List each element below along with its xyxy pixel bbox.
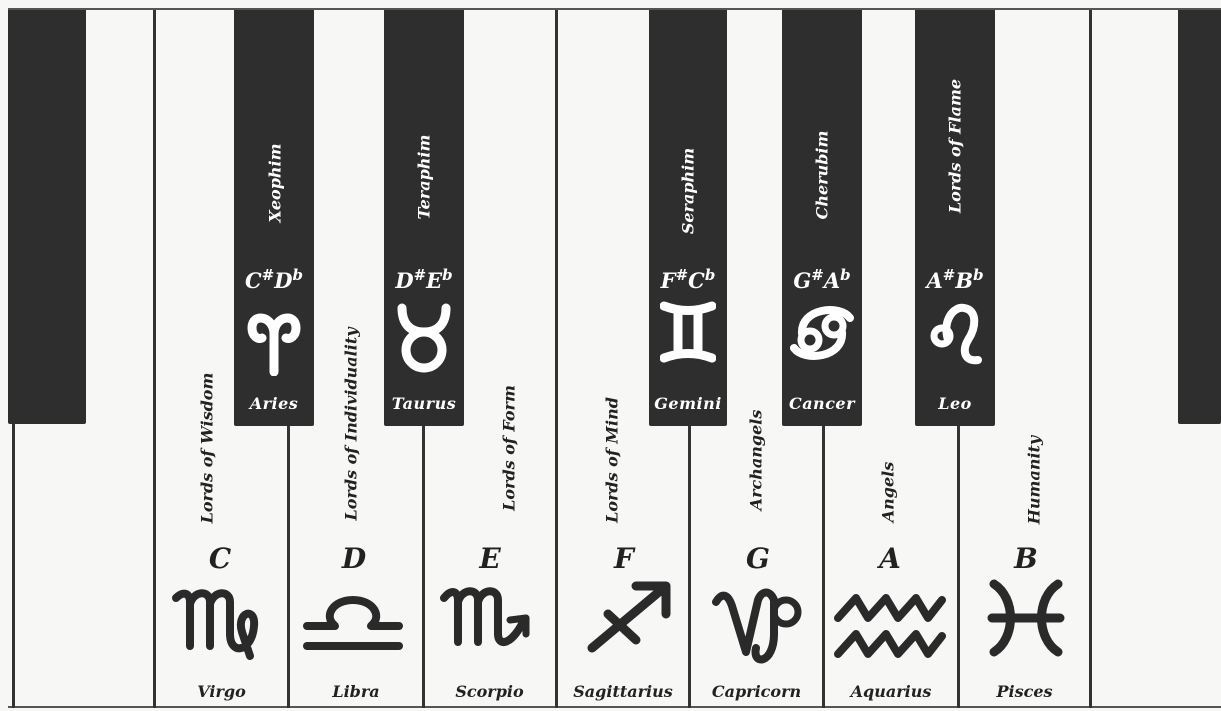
note-label: A#Bb: [926, 266, 984, 293]
scorpio-icon: [440, 587, 530, 646]
note-label: D: [341, 542, 367, 575]
black-key-leo: [915, 10, 995, 426]
hierarchy-label: Lords of Individuality: [341, 327, 361, 521]
hierarchy-label: Angels: [878, 461, 898, 523]
note-label: G: [746, 542, 770, 575]
hierarchy-label: Humanity: [1024, 435, 1044, 525]
note-label: G#Ab: [793, 266, 851, 293]
key-divider: [957, 424, 960, 708]
sign-label: Pisces: [996, 682, 1053, 701]
hierarchy-label: Seraphim: [678, 147, 698, 235]
note-label: C: [208, 542, 232, 575]
hierarchy-label: Lords of Wisdom: [197, 372, 217, 524]
key-divider: [12, 424, 15, 708]
key-divider: [822, 424, 825, 708]
sagittarius-icon: [587, 581, 671, 653]
leo-icon: [930, 303, 982, 365]
edge-black-key-left: [8, 10, 86, 424]
sign-label: Scorpio: [455, 682, 524, 701]
note-label: A: [879, 542, 901, 575]
sign-label: Aquarius: [850, 682, 932, 701]
key-divider: [555, 10, 558, 708]
key-divider: [688, 424, 691, 708]
top-frame-line: [8, 8, 1221, 10]
hierarchy-label: Lords of Mind: [602, 397, 622, 523]
sign-label: Sagittarius: [573, 682, 673, 701]
sign-label: Libra: [332, 682, 380, 701]
pisces-icon: [987, 579, 1065, 657]
key-divider: [422, 424, 425, 708]
hierarchy-label: Teraphim: [414, 134, 434, 220]
sign-label: Capricorn: [711, 682, 802, 701]
key-divider: [1089, 10, 1092, 708]
virgo-icon: [172, 589, 259, 660]
sign-label: Cancer: [788, 394, 856, 413]
aries-icon: [247, 313, 301, 376]
note-label: C#Db: [244, 266, 303, 293]
sign-label: Gemini: [654, 394, 722, 413]
capricorn-icon: [712, 588, 802, 664]
hierarchy-label: Archangels: [746, 409, 766, 511]
cancer-icon: [790, 306, 854, 360]
black-key-taurus: [384, 10, 464, 426]
key-divider: [287, 424, 290, 708]
note-label: B: [1014, 542, 1038, 575]
aquarius-icon: [834, 594, 946, 658]
key-divider: [153, 10, 156, 708]
hierarchy-label: Cherubim: [812, 130, 832, 220]
taurus-icon: [397, 303, 451, 373]
sign-label: Taurus: [391, 394, 457, 413]
gemini-icon: [660, 301, 716, 363]
hierarchy-label: Lords of Form: [499, 385, 519, 511]
sign-label: Virgo: [197, 682, 246, 701]
sign-label: Leo: [938, 394, 972, 413]
note-label: E: [479, 542, 501, 575]
note-label: F: [614, 542, 634, 575]
sign-label: Aries: [249, 394, 299, 413]
note-label: F#Cb: [660, 266, 716, 293]
libra-icon: [303, 596, 403, 650]
hierarchy-label: Xeophim: [265, 143, 285, 223]
note-label: D#Eb: [395, 266, 453, 293]
edge-black-key-right: [1178, 10, 1221, 424]
hierarchy-label: Lords of Flame: [945, 78, 965, 214]
bottom-frame-line: [8, 706, 1221, 708]
